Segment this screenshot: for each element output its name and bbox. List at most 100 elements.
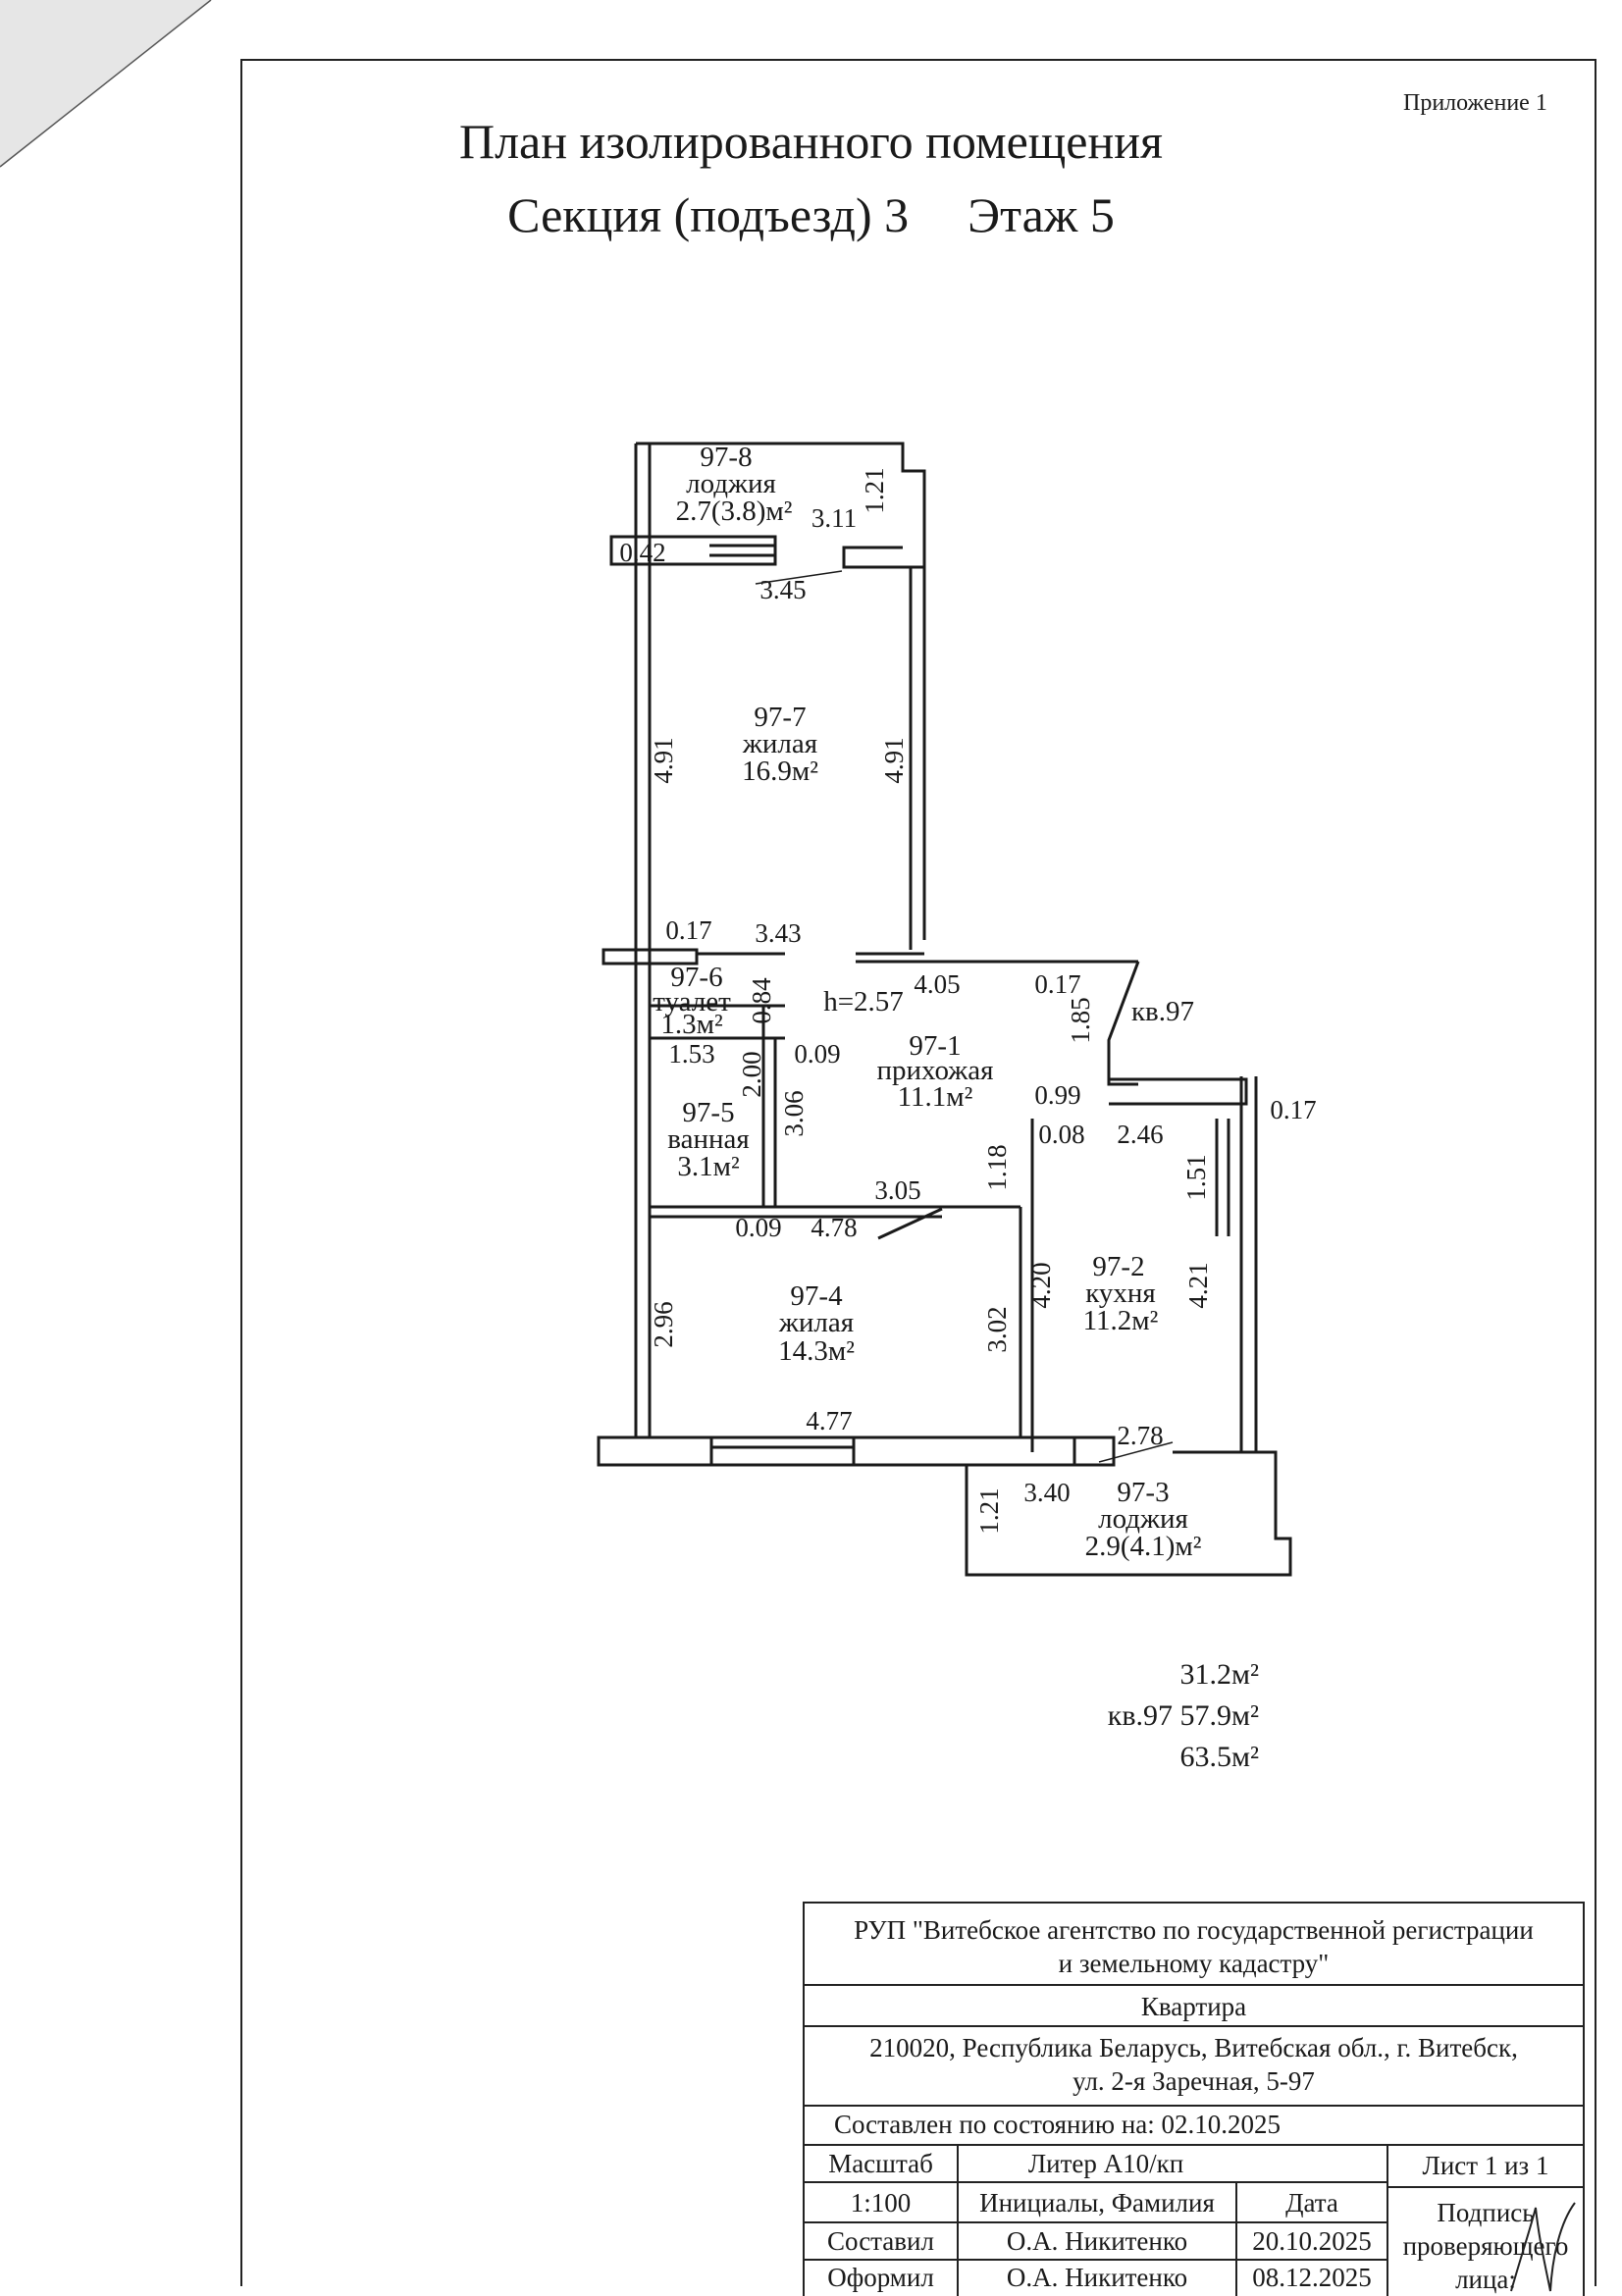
- dim-1-21-top: 1.21: [860, 467, 889, 513]
- stamp-vline-1: [957, 2144, 959, 2296]
- dim-3-40: 3.40: [1023, 1478, 1070, 1507]
- dim-0-09-a: 0.09: [794, 1039, 840, 1069]
- dim-0-17-b: 0.17: [1034, 969, 1080, 999]
- room-97-8-name: лоджия: [686, 468, 776, 499]
- room-97-3-name: лоджия: [1098, 1503, 1188, 1535]
- dim-0-17-c: 0.17: [1270, 1095, 1316, 1124]
- room-97-7-name: жилая: [742, 728, 817, 759]
- room-97-7-area: 16.9м²: [742, 756, 818, 787]
- stamp-divider-5: [805, 2181, 1387, 2183]
- dim-3-45: 3.45: [759, 575, 806, 604]
- wall-left: [634, 444, 652, 1437]
- wall-loggia-bottom: [965, 1450, 1292, 1577]
- dim-4-77: 4.77: [806, 1406, 852, 1435]
- room-97-3-id: 97-3: [1117, 1477, 1169, 1508]
- window-top: [609, 535, 777, 566]
- room-97-2-name: кухня: [1085, 1278, 1156, 1309]
- issued-role: Оформил: [827, 2263, 934, 2292]
- wall-entrance: [1109, 1077, 1248, 1106]
- stamp-divider-3: [805, 2105, 1583, 2107]
- composed-name: О.А. Никитенко: [1006, 2226, 1188, 2256]
- wall-bedroom2-top: [650, 1207, 943, 1240]
- room-97-3-area: 2.9(4.1)м²: [1085, 1531, 1202, 1562]
- signature-mark: [1510, 2202, 1576, 2292]
- wall-bedroom-right: [909, 567, 926, 950]
- dim-2-00: 2.00: [737, 1051, 766, 1097]
- sheet-label: Лист 1 из 1: [1422, 2151, 1549, 2180]
- wall-stub-left: [602, 948, 699, 965]
- wall-loggia-top: [636, 442, 926, 569]
- room-97-1-name: прихожая: [877, 1055, 994, 1086]
- leader-278: [1098, 1441, 1174, 1463]
- title-block: РУП "Витебское агентство по государствен…: [803, 1902, 1585, 2296]
- stamp-divider-6: [805, 2221, 1387, 2223]
- window-bottom: [709, 1435, 856, 1467]
- dim-4-78: 4.78: [811, 1213, 857, 1242]
- stamp-vline-3: [1387, 2144, 1388, 2296]
- ceiling-height: h=2.57: [823, 986, 904, 1018]
- room-97-5-name: ванная: [667, 1123, 749, 1155]
- stamp-divider-5b: [1387, 2186, 1583, 2188]
- floor-label: Этаж 5: [968, 187, 1115, 242]
- frame-top-line: [240, 59, 1595, 61]
- entrance-door: [1107, 961, 1140, 1086]
- room-97-1-id: 97-1: [909, 1030, 961, 1062]
- dim-4-91-right: 4.91: [879, 737, 909, 783]
- dim-4-91-left: 4.91: [649, 737, 678, 783]
- dim-0-17-a: 0.17: [665, 915, 711, 945]
- scale-value: 1:100: [850, 2188, 912, 2218]
- room-97-6-area: 1.3м²: [660, 1009, 723, 1040]
- room-97-4-name: жилая: [778, 1307, 854, 1338]
- wall-bottom-middle: [852, 1435, 1076, 1467]
- room-97-5-id: 97-5: [682, 1097, 734, 1128]
- dim-0-42: 0.42: [619, 538, 665, 567]
- liter-label: Литер А10/кп: [1027, 2149, 1184, 2178]
- dim-1-85: 1.85: [1066, 997, 1095, 1043]
- frame-right-line: [1595, 59, 1596, 2286]
- wall-bath-toilet: [650, 1004, 785, 1207]
- dim-3-43: 3.43: [755, 918, 801, 948]
- address-line-2: ул. 2-я Заречная, 5-97: [1073, 2066, 1315, 2096]
- total-with-loggia: 63.5м²: [1179, 1741, 1259, 1773]
- appendix-label: Приложение 1: [1403, 90, 1547, 116]
- room-97-8-area: 2.7(3.8)м²: [676, 496, 793, 527]
- entrance-label: кв.97: [1131, 996, 1194, 1027]
- dim-0-09-b: 0.09: [735, 1213, 781, 1242]
- apartment-label: кв.97: [1107, 1699, 1174, 1732]
- dim-3-05: 3.05: [874, 1175, 920, 1205]
- room-97-4-id: 97-4: [790, 1280, 843, 1312]
- folded-corner: [0, 0, 212, 168]
- room-97-4-area: 14.3м²: [778, 1335, 855, 1367]
- dim-1-18: 1.18: [982, 1144, 1012, 1190]
- object-type: Квартира: [1140, 1992, 1247, 2021]
- apartment-area-total: кв.97 57.9м²: [1108, 1699, 1259, 1733]
- composed-role: Составил: [827, 2226, 934, 2256]
- org-line-2: и земельному кадастру": [1058, 1949, 1330, 1978]
- section-label: Секция (подъезд) 3: [507, 187, 910, 242]
- dim-2-96: 2.96: [649, 1301, 678, 1347]
- page-subtitle: Секция (подъезд) 3 Этаж 5: [0, 186, 1622, 243]
- wall-bedroom2-right: [1019, 1119, 1034, 1452]
- total-area: 57.9м²: [1179, 1699, 1259, 1732]
- dim-2-78: 2.78: [1117, 1421, 1163, 1450]
- dim-1-53: 1.53: [668, 1039, 714, 1069]
- signature-label-1: Подпись: [1437, 2198, 1535, 2227]
- issued-date: 08.12.2025: [1252, 2263, 1372, 2292]
- stamp-divider-4: [805, 2144, 1583, 2146]
- dim-0-08: 0.08: [1038, 1120, 1084, 1149]
- room-97-2-area: 11.2м²: [1083, 1305, 1159, 1336]
- initials-header: Инициалы, Фамилия: [979, 2188, 1215, 2218]
- issued-name: О.А. Никитенко: [1006, 2263, 1188, 2292]
- room-97-5-area: 3.1м²: [677, 1151, 740, 1182]
- composed-date: 20.10.2025: [1252, 2226, 1372, 2256]
- page-title: План изолированного помещения: [458, 114, 1164, 169]
- dim-0-84: 0.84: [747, 977, 776, 1024]
- dim-1-51: 1.51: [1181, 1154, 1211, 1200]
- dim-0-99: 0.99: [1034, 1080, 1080, 1110]
- room-97-7-id: 97-7: [754, 702, 806, 733]
- room-97-6-name: туалет: [653, 986, 731, 1018]
- wall-kitchen-vent: [1215, 1119, 1230, 1236]
- dim-2-46: 2.46: [1117, 1120, 1163, 1149]
- wall-bottom-left: [597, 1435, 713, 1467]
- date-header: Дата: [1285, 2188, 1338, 2218]
